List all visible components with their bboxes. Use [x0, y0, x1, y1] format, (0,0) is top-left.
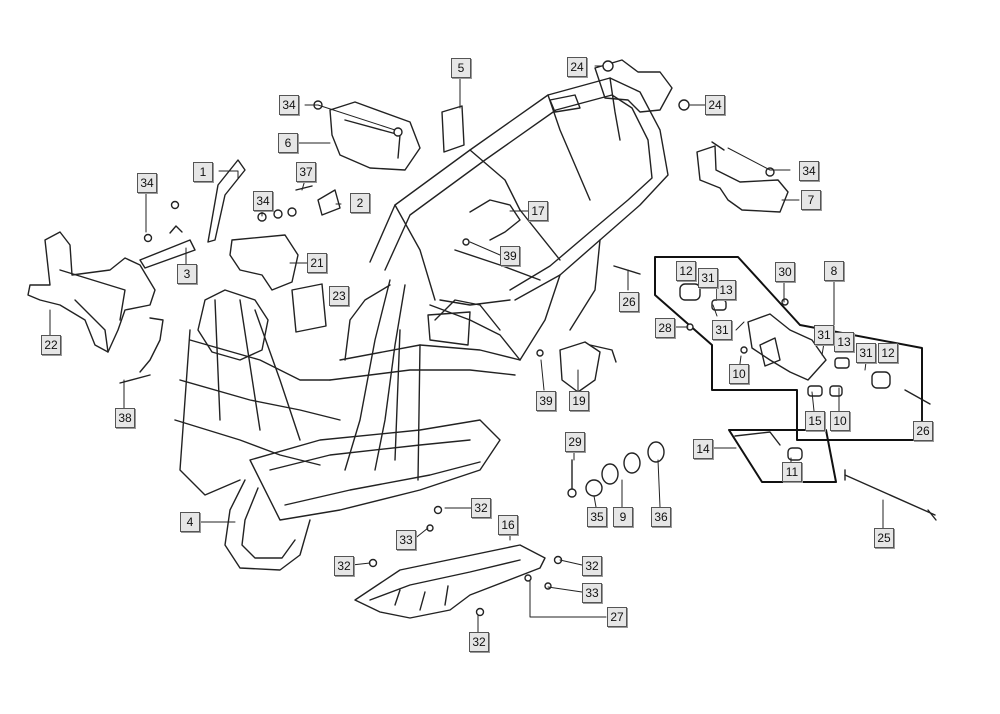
callout-31a: 31	[698, 268, 718, 288]
callout-28: 28	[655, 318, 675, 338]
callout-32d: 32	[469, 632, 489, 652]
right-parts-drawing	[469, 141, 937, 521]
leader-lines	[49, 65, 923, 633]
callout-34b: 34	[137, 173, 157, 193]
callout-9: 9	[613, 507, 633, 527]
callout-17: 17	[528, 201, 548, 221]
callout-32a: 32	[471, 498, 491, 518]
callout-31b: 31	[712, 320, 732, 340]
callout-39a: 39	[500, 246, 520, 266]
callout-36: 36	[651, 507, 671, 527]
callout-22: 22	[41, 335, 61, 355]
callout-26b: 26	[913, 421, 933, 441]
callout-12a: 12	[676, 261, 696, 281]
callout-34a: 34	[279, 95, 299, 115]
callout-34c: 34	[253, 191, 273, 211]
callout-7: 7	[801, 190, 821, 210]
callout-27: 27	[607, 607, 627, 627]
callout-14: 14	[693, 439, 713, 459]
callout-24a: 24	[567, 57, 587, 77]
callout-15: 15	[805, 411, 825, 431]
callout-4: 4	[180, 512, 200, 532]
callout-38: 38	[115, 408, 135, 428]
callout-29: 29	[565, 432, 585, 452]
callout-16: 16	[498, 515, 518, 535]
callout-6: 6	[278, 133, 298, 153]
callout-30: 30	[775, 262, 795, 282]
callout-31c: 31	[814, 325, 834, 345]
callout-21: 21	[307, 253, 327, 273]
callout-1: 1	[193, 162, 213, 182]
callout-26a: 26	[619, 292, 639, 312]
callout-33a: 33	[396, 530, 416, 550]
main-frame-drawing	[174, 59, 673, 571]
callout-5: 5	[451, 58, 471, 78]
callout-37: 37	[296, 162, 316, 182]
callout-35: 35	[587, 507, 607, 527]
callout-10a: 10	[729, 364, 749, 384]
callout-10b: 10	[830, 411, 850, 431]
fastener-drawings	[143, 60, 789, 617]
linkage-group-outline	[728, 429, 837, 483]
callout-33b: 33	[582, 583, 602, 603]
callout-32b: 32	[334, 556, 354, 576]
skid-plate-drawing	[354, 544, 546, 619]
callout-23: 23	[329, 286, 349, 306]
callout-13a: 13	[716, 280, 736, 300]
callout-3: 3	[177, 264, 197, 284]
callout-19: 19	[569, 391, 589, 411]
callout-34d: 34	[799, 161, 819, 181]
callout-39b: 39	[536, 391, 556, 411]
callout-31d: 31	[856, 343, 876, 363]
callout-25: 25	[874, 528, 894, 548]
callout-32c: 32	[582, 556, 602, 576]
callout-13b: 13	[834, 332, 854, 352]
callout-11: 11	[782, 462, 802, 482]
callout-8: 8	[824, 261, 844, 281]
callout-24b: 24	[705, 95, 725, 115]
callout-2: 2	[350, 193, 370, 213]
callout-12b: 12	[878, 343, 898, 363]
